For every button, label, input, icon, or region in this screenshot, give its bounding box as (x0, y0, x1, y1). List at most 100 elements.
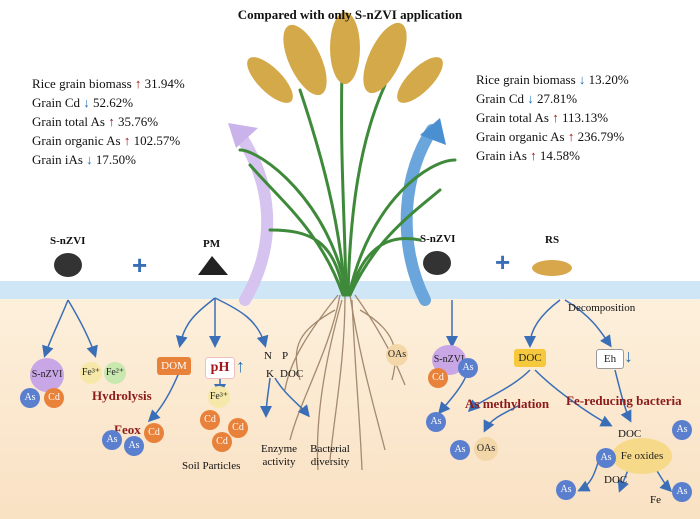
as-node: As (672, 482, 692, 502)
stat-value: 113.13% (561, 110, 609, 125)
cd-node: Cd (212, 432, 232, 452)
down-arrow-icon: ↓ (83, 95, 90, 110)
snzvi-node-left: S-nZVI (30, 358, 64, 392)
fe3-node: Fe³⁺ (208, 386, 230, 408)
fe-label: Fe (650, 494, 661, 506)
snzvi-particle-right (423, 251, 451, 275)
rs-label: RS (545, 234, 560, 246)
right-stat-0: Rice grain biomass ↓ 13.20% (476, 70, 629, 89)
blue-arrow-head (420, 118, 446, 145)
as-node: As (450, 440, 470, 460)
snzvi-label-left: S-nZVI (50, 235, 86, 247)
k-label: K (266, 368, 274, 380)
doc-label-fe: DOC (618, 428, 642, 440)
left-stat-3: Grain organic As ↑ 102.57% (32, 131, 185, 150)
left-stat-4: Grain iAs ↓ 17.50% (32, 150, 185, 169)
up-arrow-icon: ↑ (108, 114, 115, 129)
stat-label: Grain iAs (476, 148, 527, 163)
as-node: As (102, 430, 122, 450)
stat-value: 27.81% (537, 91, 578, 106)
p-label: P (282, 350, 289, 362)
rice-plant (238, 68, 457, 297)
down-arrow-icon: ↓ (527, 91, 534, 106)
hydrolysis-label: Hydrolysis (92, 388, 152, 403)
left-stats-panel: Rice grain biomass ↑ 31.94% Grain Cd ↓ 5… (32, 74, 185, 169)
eh-box: Eh (596, 349, 624, 369)
right-stat-2: Grain total As ↑ 113.13% (476, 108, 629, 127)
rs-pile (532, 260, 572, 276)
left-stat-2: Grain total As ↑ 35.76% (32, 112, 185, 131)
as-node: As (672, 420, 692, 440)
stat-value: 52.62% (93, 95, 134, 110)
oas-node: OAs (386, 344, 408, 366)
plus-icon-right: + (495, 247, 511, 277)
up-arrow-icon: ↑ (123, 133, 131, 148)
stat-label: Grain Cd (32, 95, 81, 110)
cd-node: Cd (428, 368, 448, 388)
as-node: As (556, 480, 576, 500)
plus-icon-left: + (132, 250, 148, 280)
right-stat-3: Grain organic As ↑ 236.79% (476, 127, 629, 146)
diagram-title: Compared with only S-nZVI application (237, 7, 463, 22)
stat-label: Rice grain biomass (32, 76, 132, 91)
stat-label: Grain organic As (32, 133, 121, 148)
right-stats-panel: Rice grain biomass ↓ 13.20% Grain Cd ↓ 2… (476, 70, 629, 165)
cd-node: Cd (228, 418, 248, 438)
dom-box: DOM (157, 357, 191, 375)
pm-label: PM (203, 238, 221, 250)
rice-panicles (247, 12, 443, 103)
up-arrow-icon: ↑ (552, 110, 559, 125)
decomposition-label: Decomposition (568, 302, 636, 314)
stat-value: 102.57% (133, 133, 181, 148)
as-node: As (124, 436, 144, 456)
roots (284, 294, 406, 471)
ph-up-arrow-icon: ↑ (236, 356, 245, 376)
up-arrow-icon: ↑ (134, 76, 142, 91)
fe3-node: Fe³⁺ (80, 362, 102, 384)
as-node: As (20, 388, 40, 408)
right-stat-4: Grain iAs ↑ 14.58% (476, 146, 629, 165)
fe2-node: Fe²⁺ (104, 362, 126, 384)
left-stat-0: Rice grain biomass ↑ 31.94% (32, 74, 185, 93)
doc-label-left: DOC (280, 368, 304, 380)
left-stat-1: Grain Cd ↓ 52.62% (32, 93, 185, 112)
doc-box: DOC (514, 349, 546, 367)
stat-label: Rice grain biomass (476, 72, 576, 87)
stat-value: 236.79% (577, 129, 625, 144)
up-arrow-icon: ↑ (567, 129, 575, 144)
blue-uptake-arrow (400, 124, 438, 306)
as-methylation-label: As methylation (465, 396, 550, 411)
fe-oxides-node: Fe oxides (612, 438, 672, 474)
stat-label: Grain iAs (32, 152, 83, 167)
purple-arrow-head (228, 123, 258, 148)
flow-arrows (42, 297, 673, 493)
eh-down-arrow-icon: ↓ (624, 346, 633, 366)
feox-label: Feox (114, 422, 141, 437)
doc-label-bottom: DOC (604, 474, 628, 486)
stat-value: 14.58% (539, 148, 581, 163)
as-node: As (458, 358, 478, 378)
fe-reducing-bacteria-label: Fe-reducing bacteria (566, 393, 682, 408)
ph-box: pH (205, 357, 235, 379)
cd-node: Cd (144, 423, 164, 443)
snzvi-label-right: S-nZVI (420, 233, 456, 245)
down-arrow-icon: ↓ (86, 152, 93, 167)
stat-label: Grain Cd (476, 91, 525, 106)
stat-label: Grain total As (32, 114, 105, 129)
cd-node: Cd (200, 410, 220, 430)
as-node: As (596, 448, 616, 468)
as-node: As (426, 412, 446, 432)
snzvi-particle-left (54, 253, 82, 277)
down-arrow-icon: ↓ (578, 72, 586, 87)
n-label: N (264, 350, 272, 362)
stat-value: 17.50% (95, 152, 137, 167)
stat-value: 35.76% (117, 114, 159, 129)
oas-node: OAs (474, 437, 498, 461)
soil-particles-label: Soil Particles (182, 460, 241, 472)
bacterial-diversity-label: Bacterial diversity (310, 443, 350, 468)
up-arrow-icon: ↑ (530, 148, 537, 163)
stat-label: Grain total As (476, 110, 549, 125)
stat-value: 31.94% (144, 76, 185, 91)
stat-label: Grain organic As (476, 129, 565, 144)
